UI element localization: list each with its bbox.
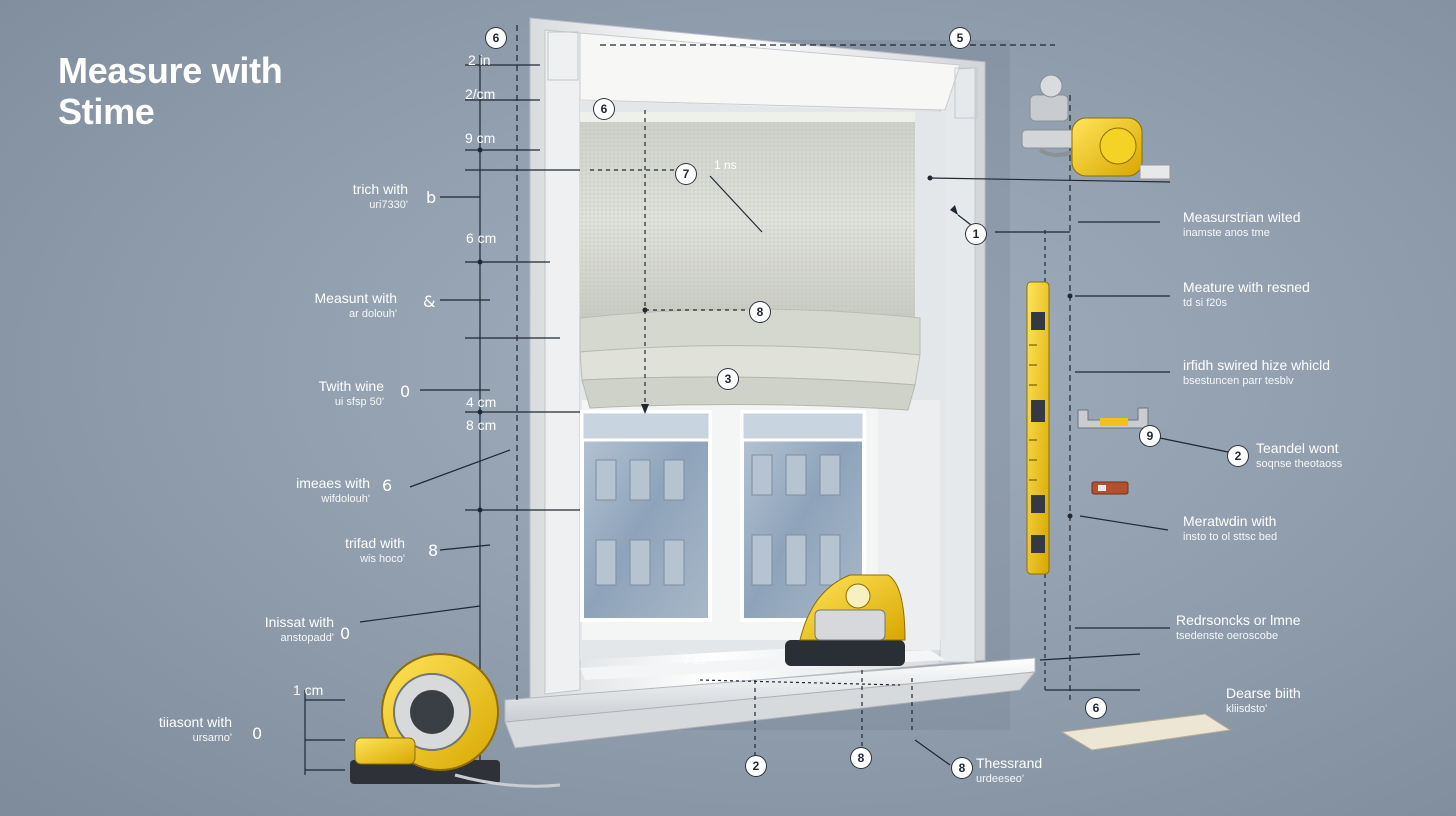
callout-mark: 6: [382, 476, 393, 495]
callout-subtitle: inamste anos tme: [1183, 227, 1270, 239]
window-glass: [580, 400, 940, 650]
tape-measure-icon: [1071, 117, 1171, 180]
step-badge: 6: [594, 99, 614, 119]
callout-title: Inissat with: [264, 614, 334, 630]
callout-title: Meratwdin with: [1183, 513, 1277, 529]
callout-mark: 0: [252, 724, 263, 743]
level-icon: [1026, 281, 1050, 575]
step-badge: 8: [952, 758, 972, 778]
page-title: Measure with Stime: [58, 50, 283, 132]
callout-title: Teandel wont: [1256, 440, 1339, 456]
left-callout-label: tiiasont with ursarno': [110, 714, 232, 746]
dimension-label: 1 cm: [293, 682, 324, 698]
step-badge: 8: [851, 748, 871, 768]
bottom-callout-label: Thessrand urdeeseo': [976, 755, 1042, 787]
left-callout-label: Twith wine ui sfsp 50': [270, 378, 384, 410]
callout-subtitle: anstopadd': [280, 632, 334, 644]
title-line-2: Stime: [58, 91, 155, 132]
right-callout-label: Redrsoncks or lmne tsedenste oeroscobe: [1176, 612, 1301, 644]
step-badge: 6: [486, 28, 506, 48]
callout-mark: b: [426, 188, 437, 207]
step-badge: 1: [966, 224, 986, 244]
callout-title: trich with: [352, 181, 408, 197]
callout-subtitle: wifdolouh': [321, 493, 370, 505]
callout-subtitle: wis hoco': [360, 553, 405, 565]
callout-title: Thessrand: [976, 755, 1043, 771]
dimension-label: 4 cm: [466, 394, 497, 410]
left-callout-label: Inissat with anstopadd': [200, 614, 334, 646]
left-callout-label: Measunt with ar dolouh': [270, 290, 397, 322]
step-badge: 9: [1140, 426, 1160, 446]
callout-subtitle: urdeeseo': [976, 773, 1024, 785]
callout-subtitle: ar dolouh': [349, 308, 397, 320]
callout-title: Measurstrian wited: [1183, 209, 1301, 225]
step-badge: 7: [676, 164, 696, 184]
callout-subtitle: td si f20s: [1183, 297, 1228, 309]
callout-title: imeaes with: [296, 475, 370, 491]
callout-subtitle: tsedenste oeroscobe: [1176, 630, 1279, 642]
left-callout-label: imeaes with wifdolouh': [250, 475, 370, 507]
callout-subtitle: bsestuncen parr tesblv: [1183, 375, 1294, 387]
paper-sheet: [1060, 713, 1232, 751]
dimension-label: 7 ss: [683, 653, 706, 667]
roman-shade: [579, 112, 921, 411]
right-callout-label: irfidh swired hize whicld bsestuncen par…: [1183, 357, 1330, 389]
callout-title: tiiasont with: [158, 714, 232, 730]
left-callout-label: trifad with wis hoco': [280, 535, 405, 567]
callout-mark: &: [423, 292, 436, 311]
callout-subtitle: ursarno': [192, 732, 232, 744]
callout-title: trifad with: [345, 535, 405, 551]
title-line-1: Measure with: [58, 50, 283, 91]
wall-hook-icon: [1021, 74, 1081, 157]
laser-measure-icon: [785, 574, 906, 666]
callout-title: Meature with resned: [1183, 279, 1310, 295]
right-callout-label: Measurstrian wited inamste anos tme: [1183, 209, 1301, 241]
step-badge: 6: [1086, 698, 1106, 718]
callout-mark: 8: [428, 541, 439, 560]
dimension-label: 2 in: [468, 52, 491, 68]
arrow-heads: [477, 147, 1073, 519]
large-tape-measure-icon: [350, 653, 561, 788]
dimension-label: 8 cm: [466, 417, 497, 433]
callout-subtitle: uri7330': [369, 199, 408, 211]
step-badge: 3: [718, 369, 738, 389]
step-badge: 2: [1228, 446, 1248, 466]
dimension-label: 6 cm: [466, 230, 497, 246]
right-callout-label: Teandel wont soqnse theotaoss: [1256, 440, 1342, 472]
step-badge: 8: [750, 302, 770, 322]
dimension-label: 1 ns: [714, 158, 737, 172]
callout-mark: 0: [340, 624, 351, 643]
callout-title: Twith wine: [318, 378, 384, 394]
dimension-label: 9 cm: [465, 130, 496, 146]
callout-subtitle: ui sfsp 50': [334, 396, 384, 408]
callout-title: irfidh swired hize whicld: [1183, 357, 1331, 373]
leader-lines: [304, 25, 1229, 775]
callout-mark: 0: [400, 382, 411, 401]
callout-subtitle: soqnse theotaoss: [1256, 458, 1343, 470]
dimension-label: 2/cm: [465, 86, 496, 102]
bracket-icon: [1077, 407, 1149, 495]
callout-title: Dearse biith: [1226, 685, 1301, 701]
step-badge: 2: [746, 756, 766, 776]
callout-subtitle: insto to ol sttsc bed: [1183, 531, 1278, 543]
callout-subtitle: kliisdsto': [1226, 703, 1268, 715]
window-sill: [504, 650, 1037, 749]
callout-title: Redrsoncks or lmne: [1176, 612, 1301, 628]
right-callout-label: Meature with resned td si f20s: [1183, 279, 1310, 311]
left-callout-label: trich with uri7330': [300, 181, 408, 213]
step-badge: 5: [950, 28, 970, 48]
right-callout-label: Meratwdin with insto to ol sttsc bed: [1183, 513, 1277, 545]
right-callout-label: Dearse biith kliisdsto': [1226, 685, 1301, 717]
callout-title: Measunt with: [314, 290, 397, 306]
